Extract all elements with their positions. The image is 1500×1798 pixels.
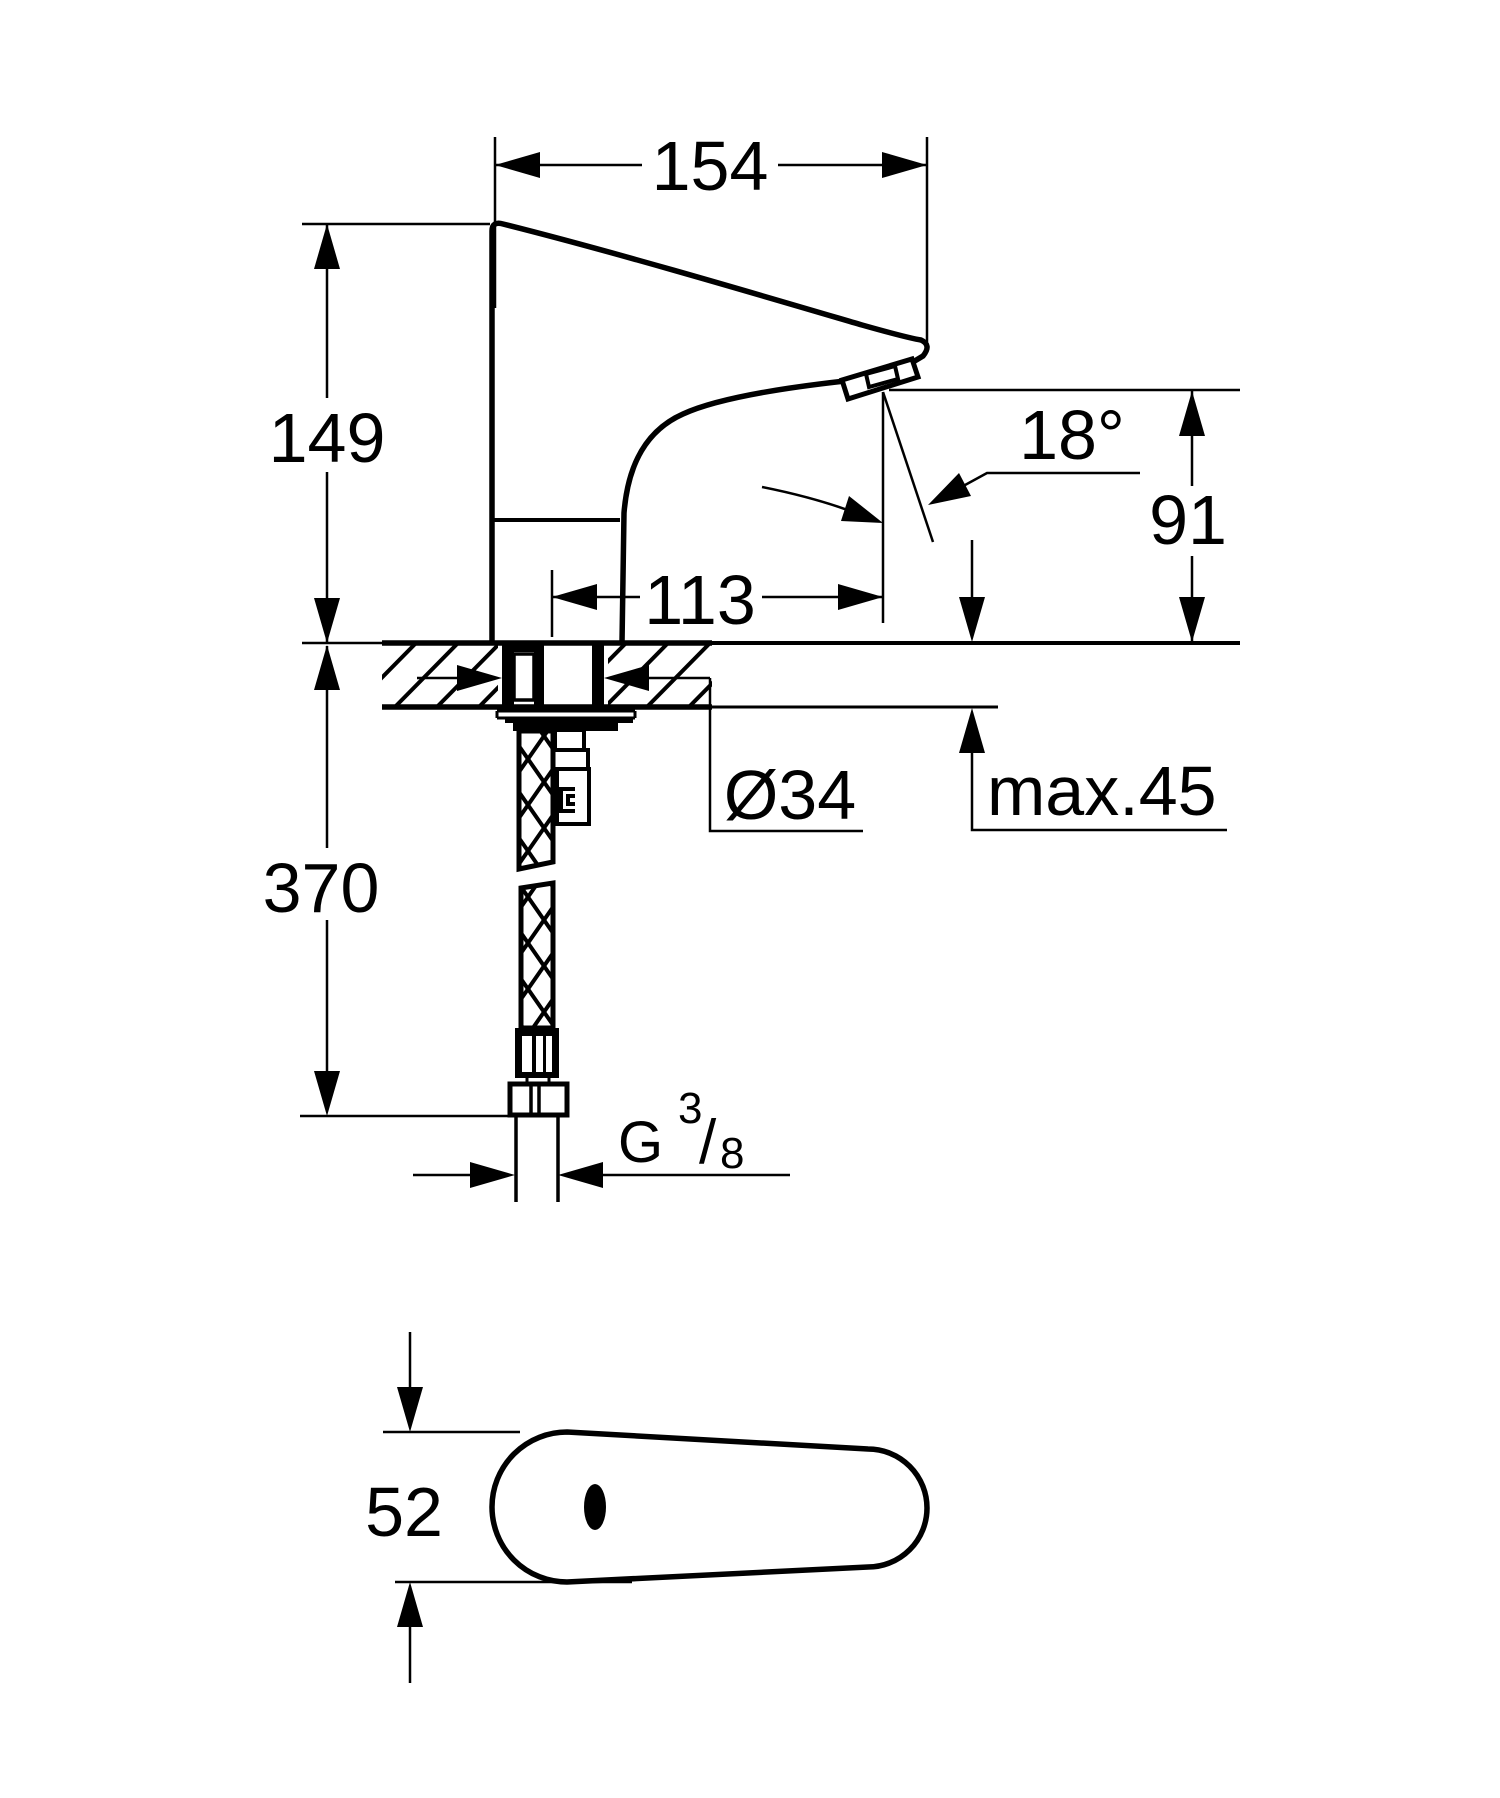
dim-g38-letter: G (618, 1110, 663, 1175)
dim-g38-numerator: 3 (678, 1084, 702, 1133)
hose-braid-lower (518, 880, 556, 1031)
fixing-bracket (505, 718, 633, 731)
dim-max45 (970, 540, 1227, 832)
dim-149-arrow-up (314, 224, 340, 269)
dim-max45-arrow-up (959, 708, 985, 753)
dim-dia34-arrow-left (604, 665, 649, 691)
dim-g38-arrow-right (470, 1162, 515, 1188)
angled-stream-line (881, 391, 935, 543)
threaded-shank (495, 644, 637, 826)
dim-154-arrow-left (495, 152, 540, 178)
dim-149-arrow-down (314, 598, 340, 643)
hose-braid-upper (516, 728, 556, 873)
dim-91-arrow-up (1179, 391, 1205, 436)
dim-52-arrow-up (397, 1582, 423, 1627)
dim-113-arrow-left (552, 584, 597, 610)
dim-g38-denominator: 8 (720, 1129, 744, 1178)
faucet-side-view (489, 220, 930, 644)
mounting-deck (302, 640, 1240, 710)
dim-dia34-arrow-right (457, 665, 502, 691)
dim-max45-arrow-down (959, 597, 985, 642)
shank-thread-band (514, 645, 534, 652)
deck-hatching (382, 645, 712, 706)
shank-right-wall (592, 644, 604, 707)
dim-18deg-arrowhead (928, 473, 971, 505)
dim-91-label: 91 (1149, 481, 1227, 559)
coupling-slot-1 (522, 1036, 532, 1072)
faucet-underside-outline (619, 378, 846, 644)
dim-g38-slash: / (699, 1108, 717, 1177)
dim-91-arrow-down (1179, 597, 1205, 642)
dim-dia34-label: Ø34 (724, 756, 856, 834)
sensor-window (584, 1484, 606, 1530)
aerator-notch (863, 363, 901, 390)
dim-370-arrow-up (314, 645, 340, 690)
faucet-top-outline (489, 220, 930, 643)
dim-113-label: 113 (644, 561, 756, 639)
dim-max45-label: max.45 (987, 752, 1217, 830)
dim-113-arrow-right (838, 584, 883, 610)
faucet-body-fill (492, 221, 925, 643)
dim-g38-arrow-left (558, 1162, 603, 1188)
dim-52-label: 52 (365, 1473, 443, 1551)
dim-18deg-label: 18° (1019, 396, 1125, 474)
connection-hose (507, 728, 570, 1202)
dim-154-arrow-right (882, 152, 927, 178)
dim-370-arrow-down (314, 1071, 340, 1116)
shank-mid-wall (534, 644, 544, 707)
coupling-slot-2 (536, 1036, 543, 1072)
coupling-slot-3 (546, 1036, 552, 1072)
faucet-plan-view (489, 1429, 930, 1585)
dim-149-label: 149 (269, 399, 386, 477)
swing-arc-arrowhead (841, 496, 883, 523)
shank-inner-slot (512, 652, 536, 702)
washer-plate (495, 709, 637, 720)
check-valve-unit (551, 728, 591, 826)
shank-left-wall (502, 644, 514, 707)
dim-154-label: 154 (652, 127, 769, 205)
dim-52-arrow-down (397, 1387, 423, 1432)
dim-dia34 (417, 676, 863, 833)
plan-outline (489, 1429, 930, 1585)
dim-370-label: 370 (263, 849, 380, 927)
